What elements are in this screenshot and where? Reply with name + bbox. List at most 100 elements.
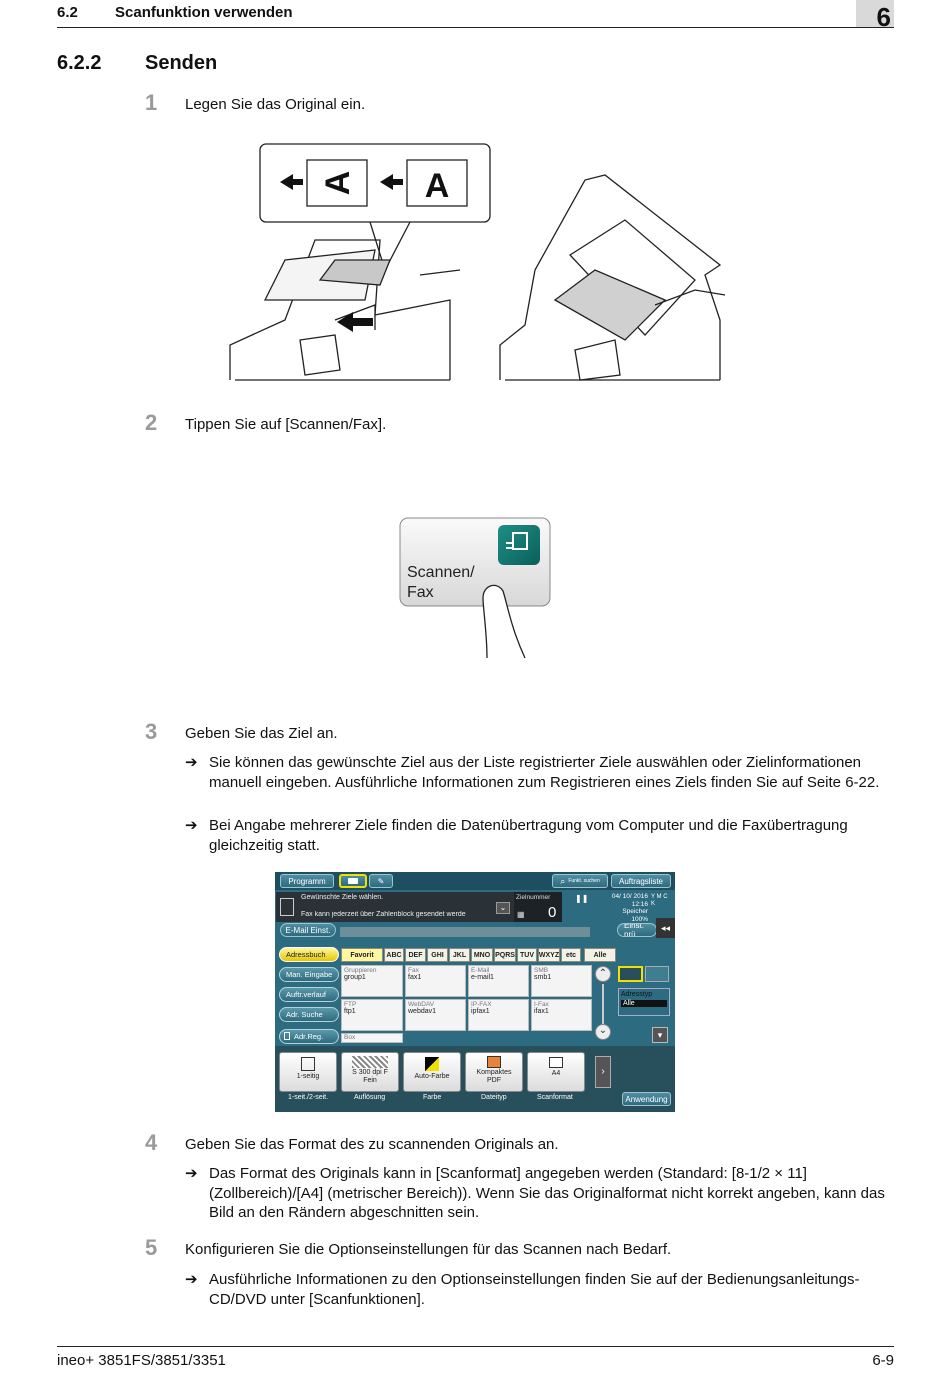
status-choose-text: Gewünschte Ziele wählen. [301,894,384,901]
destination-cell[interactable]: Box [341,1033,403,1043]
date-time-memory: 04/ 10/ 2016 12:16 Speicher 100% [600,893,648,923]
tab-def[interactable]: DEF [405,948,426,962]
destination-name: e-mail1 [471,974,494,981]
tab-mno[interactable]: MNO [471,948,493,962]
bullet-text: Sie können das gewünschte Ziel aus der L… [209,754,880,791]
resolution-value: S 300 dpi F Fein [352,1069,388,1084]
collapse-arrow-icon[interactable]: ◂◂ [656,918,675,938]
program-button[interactable]: Programm [280,874,334,888]
job-list-button[interactable]: Auftragsliste [611,874,671,888]
duplex-icon [301,1057,315,1071]
function-search-label: Funkt. suchen [568,878,600,884]
email-settings-button[interactable]: E-Mail Einst. [280,923,336,937]
duplex-value: 1-seitig [296,1073,320,1080]
step-1-text: Legen Sie das Original ein. [185,96,366,113]
destination-counter [514,892,562,922]
document-icon [280,898,294,916]
color-button[interactable]: Auto-Farbe [403,1052,461,1092]
destination-counter-label: Zielnummer [516,894,551,901]
step-4-bullet-1: ➔ Das Format des Originals kann in [Scan… [185,1164,905,1223]
resolution-button[interactable]: S 300 dpi F Fein [341,1052,399,1092]
date: 04/ 10/ 2016 [611,893,648,900]
scrollbar-track[interactable] [602,984,604,1024]
memory-value: 100% [631,915,648,923]
destination-name: ifax1 [534,1008,549,1015]
address-type-value: Alle [621,1000,667,1007]
destination-type: SMB [534,967,549,974]
duplex-button[interactable]: 1-seitig [279,1052,337,1092]
page-footer: ineo+ 3851FS/3851/3351 6-9 [57,1346,894,1369]
grid-view-icon[interactable] [618,966,643,982]
fax-icon [348,878,358,884]
step-1-number: 1 [145,90,158,115]
resolution-caption: Auflösung [354,1094,386,1101]
address-type-filter[interactable]: Adresstyp Alle [618,988,670,1016]
tab-tuv[interactable]: TUV [517,948,537,962]
tab-favorit[interactable]: Favorit [341,948,383,962]
address-register-button[interactable]: Adr.Reg. [279,1029,339,1044]
tab-etc[interactable]: etc [561,948,581,962]
file-type-button[interactable]: Kompaktes PDF [465,1052,523,1092]
destination-name: fax1 [408,974,422,981]
original-placement-illustration: A A [229,143,726,381]
destination-name: webdav1 [408,1008,437,1015]
destination-type: IP-FAX [471,1001,492,1008]
footer-model: ineo+ 3851FS/3851/3351 [57,1352,226,1369]
user-settings-button[interactable]: Einst. prü [617,923,657,937]
next-page-icon[interactable]: › [595,1056,611,1088]
tab-pqrs[interactable]: PQRS [494,948,516,962]
address-book-button[interactable]: Adressbuch [279,947,339,962]
resolution-icon [352,1056,388,1068]
scan-fax-icon [498,525,540,565]
address-search-button[interactable]: Adr. Suche [279,1007,339,1022]
destination-type: Gruppieren [344,967,377,974]
destination-input-bar[interactable] [340,927,590,937]
list-view-icon[interactable] [645,966,669,982]
destination-type: I-Fax [534,1001,549,1008]
function-search-button[interactable]: ⌕ Funkt. suchen [552,874,608,888]
step-2-text: Tippen Sie auf [Scannen/Fax]. [185,416,387,433]
tab-jkl[interactable]: JKL [449,948,470,962]
file-type-value: Kompaktes PDF [476,1069,512,1084]
bullet-text: Ausführliche Informationen zu den Option… [209,1271,860,1308]
header-section-title: Scanfunktion verwenden [115,4,293,21]
heading-number: 6.2.2 [57,52,102,74]
step-2-number: 2 [145,410,158,435]
destination-type: Box [344,1034,356,1041]
scroll-up-icon[interactable]: ⌃ [595,966,611,982]
tab-alle[interactable]: Alle [584,948,616,962]
destination-type: WebDAV [408,1001,435,1008]
fax-mode-button[interactable] [339,874,367,888]
manual-input-button[interactable]: Man. Eingabe [279,967,339,982]
duplex-caption: 1-seit./2-seit. [288,1094,329,1101]
scroll-down-icon[interactable]: ⌄ [595,1024,611,1040]
tab-ghi[interactable]: GHI [427,948,448,962]
step-4-number: 4 [145,1130,158,1155]
apply-button[interactable]: Anwendung [622,1092,671,1106]
page-header: 6.2 Scanfunktion verwenden 6 [57,0,894,32]
dropdown-icon[interactable]: ▾ [652,1027,668,1043]
toner-levels: Y M C K [651,894,668,907]
expand-chevron-icon[interactable]: ⌄ [496,902,510,914]
original-rotated-letter: A [319,171,357,196]
step-3-text: Geben Sie das Ziel an. [185,725,338,742]
scan-size-button[interactable]: A4 [527,1052,585,1092]
time: 12:16 [631,900,648,908]
job-history-button[interactable]: Auftr.verlauf [279,987,339,1002]
destination-name: ftp1 [344,1008,356,1015]
step-3-bullet-1: ➔ Sie können das gewünschte Ziel aus der… [185,753,905,792]
tab-abc[interactable]: ABC [384,948,404,962]
status-hint-text: Fax kann jederzeit über Zahlenblock gese… [301,911,466,918]
tab-wxyz[interactable]: WXYZ [538,948,560,962]
pen-button[interactable]: ✎ [369,874,393,888]
memory-label: Speicher [622,908,648,915]
arrow-icon: ➔ [185,1165,198,1182]
